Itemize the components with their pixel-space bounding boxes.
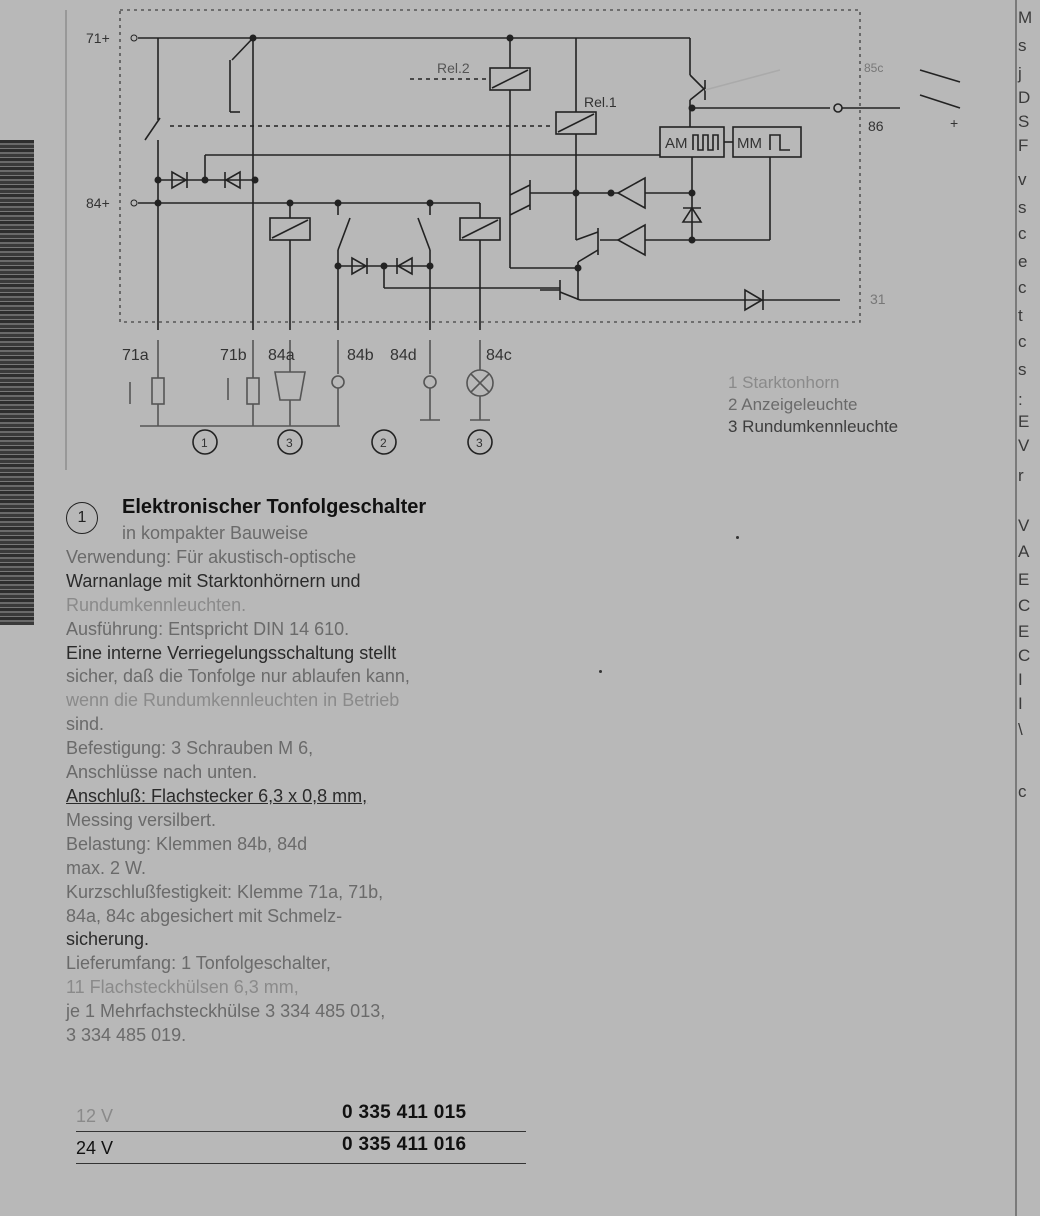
module-am: AM xyxy=(665,135,688,152)
right-column-fragment: s xyxy=(1018,198,1027,217)
right-column-fragment: j xyxy=(1018,64,1022,83)
body-line: sicherung. xyxy=(66,929,150,950)
order-number: 0 335 411 016 xyxy=(342,1134,467,1155)
article-title: Elektronischer Tonfolgeschalter xyxy=(122,496,427,518)
pin-84c: 84c xyxy=(486,347,512,364)
body-line: je 1 Mehrfachsteckhülse 3 334 485 013, xyxy=(66,1001,386,1022)
terminal-84plus: 84+ xyxy=(86,195,110,211)
body-line: sind. xyxy=(66,714,105,735)
order-number: 0 335 411 015 xyxy=(342,1102,467,1123)
body-line: sicher, daß die Tonfolge nur ablaufen ka… xyxy=(66,666,410,687)
module-mm: MM xyxy=(737,135,762,152)
body-line: 11 Flachsteckhülsen 6,3 mm, xyxy=(66,977,299,998)
right-column-fragment: M xyxy=(1018,8,1033,27)
body-line: Anschlüsse nach unten. xyxy=(66,762,258,783)
article-number: 1 xyxy=(66,502,98,534)
pin-84b: 84b xyxy=(347,347,374,364)
right-column-fragment: I xyxy=(1018,670,1023,689)
column-divider xyxy=(1015,0,1017,1216)
order-voltage: 24 V xyxy=(76,1138,114,1158)
right-column-fragment: E xyxy=(1018,622,1030,641)
right-column-fragment: C xyxy=(1018,596,1031,615)
right-column-fragment: : xyxy=(1018,390,1023,409)
circle-num-2: 2 xyxy=(380,436,387,450)
right-column-fragment: r xyxy=(1018,466,1024,485)
right-column-fragment: c xyxy=(1018,224,1027,243)
circle-num-3b: 3 xyxy=(476,436,483,450)
legend-item-3: 3 Rundumkennleuchte xyxy=(728,417,899,436)
right-column-fragment: v xyxy=(1018,170,1027,189)
right-column-fragment: c xyxy=(1018,278,1027,297)
body-line: Kurzschlußfestigkeit: Klemme 71a, 71b, xyxy=(66,881,384,902)
body-line: Befestigung: 3 Schrauben M 6, xyxy=(66,738,314,759)
body-line: Belastung: Klemmen 84b, 84d xyxy=(66,833,308,854)
right-column-fragment: \ xyxy=(1018,720,1023,739)
legend-item-2: 2 Anzeigeleuchte xyxy=(728,395,858,414)
body-line: Messing versilbert. xyxy=(66,809,217,830)
pin-71a: 71a xyxy=(122,347,149,364)
circle-num-1: 1 xyxy=(201,436,208,450)
body-line: Anschluß: Flachstecker 6,3 x 0,8 mm, xyxy=(66,785,368,806)
right-column-fragment: e xyxy=(1018,252,1028,271)
output-85c: 85c xyxy=(864,61,883,75)
order-table: 12 V 0 335 411 015 24 V 0 335 411 016 xyxy=(76,1100,526,1164)
right-column-fragment: A xyxy=(1018,542,1030,561)
relay-label-rel1: Rel.1 xyxy=(584,94,617,110)
right-column-fragment: E xyxy=(1018,412,1030,431)
article-body: in kompakter Bauweise Verwendung: Für ak… xyxy=(66,523,536,1048)
pin-71b: 71b xyxy=(220,347,247,364)
right-column-fragment: I xyxy=(1018,694,1023,713)
terminal-71plus: 71+ xyxy=(86,30,110,46)
body-line: Eine interne Verriegelungsschaltung stel… xyxy=(66,642,397,663)
right-column-fragment: t xyxy=(1018,306,1023,325)
body-line: in kompakter Bauweise xyxy=(122,523,309,543)
body-line: wenn die Rundumkennleuchten in Betrieb xyxy=(66,690,400,711)
right-column-fragment: s xyxy=(1018,360,1027,379)
relay-label-rel2: Rel.2 xyxy=(437,60,470,76)
right-column-fragment: S xyxy=(1018,112,1030,131)
pin-84a: 84a xyxy=(268,347,295,364)
output-86: 86 xyxy=(868,118,884,134)
right-column-fragment: F xyxy=(1018,136,1029,155)
right-column-fragment: c xyxy=(1018,332,1027,351)
body-line: Rundumkennleuchten. xyxy=(66,594,247,615)
order-voltage: 12 V xyxy=(76,1106,114,1126)
right-column-fragment: E xyxy=(1018,570,1030,589)
output-31: 31 xyxy=(870,291,886,307)
body-line: Warnanlage mit Starktonhörnern und xyxy=(66,570,361,591)
circuit-diagram: 71+ 84+ Rel.2 Rel.1 85c 86 + 31 AM MM 71… xyxy=(65,9,961,470)
diagram-legend: 1 Starktonhorn 2 Anzeigeleuchte 3 Rundum… xyxy=(728,372,898,438)
right-column-fragment: V xyxy=(1018,516,1030,535)
right-column-fragment: c xyxy=(1018,782,1027,801)
body-line: Ausführung: Entspricht DIN 14 610. xyxy=(66,618,350,639)
body-line: Verwendung: Für akustisch-optische xyxy=(66,546,357,567)
right-column-fragment: V xyxy=(1018,436,1030,455)
right-column-fragment: D xyxy=(1018,88,1031,107)
order-row: 12 V 0 335 411 015 xyxy=(76,1100,526,1132)
body-line: 3 334 485 019. xyxy=(66,1025,187,1046)
body-line: Lieferumfang: 1 Tonfolgeschalter, xyxy=(66,953,331,974)
legend-item-1: 1 Starktonhorn xyxy=(728,373,840,392)
pin-84d: 84d xyxy=(390,347,417,364)
body-line: 84a, 84c abgesichert mit Schmelz- xyxy=(66,905,343,926)
scan-edge-artifact xyxy=(0,140,34,625)
output-plus: + xyxy=(950,115,958,131)
circle-num-3a: 3 xyxy=(286,436,293,450)
order-row: 24 V 0 335 411 016 xyxy=(76,1132,526,1164)
right-column-fragment: C xyxy=(1018,646,1031,665)
body-line: max. 2 W. xyxy=(66,857,147,878)
right-column-fragment: s xyxy=(1018,36,1027,55)
